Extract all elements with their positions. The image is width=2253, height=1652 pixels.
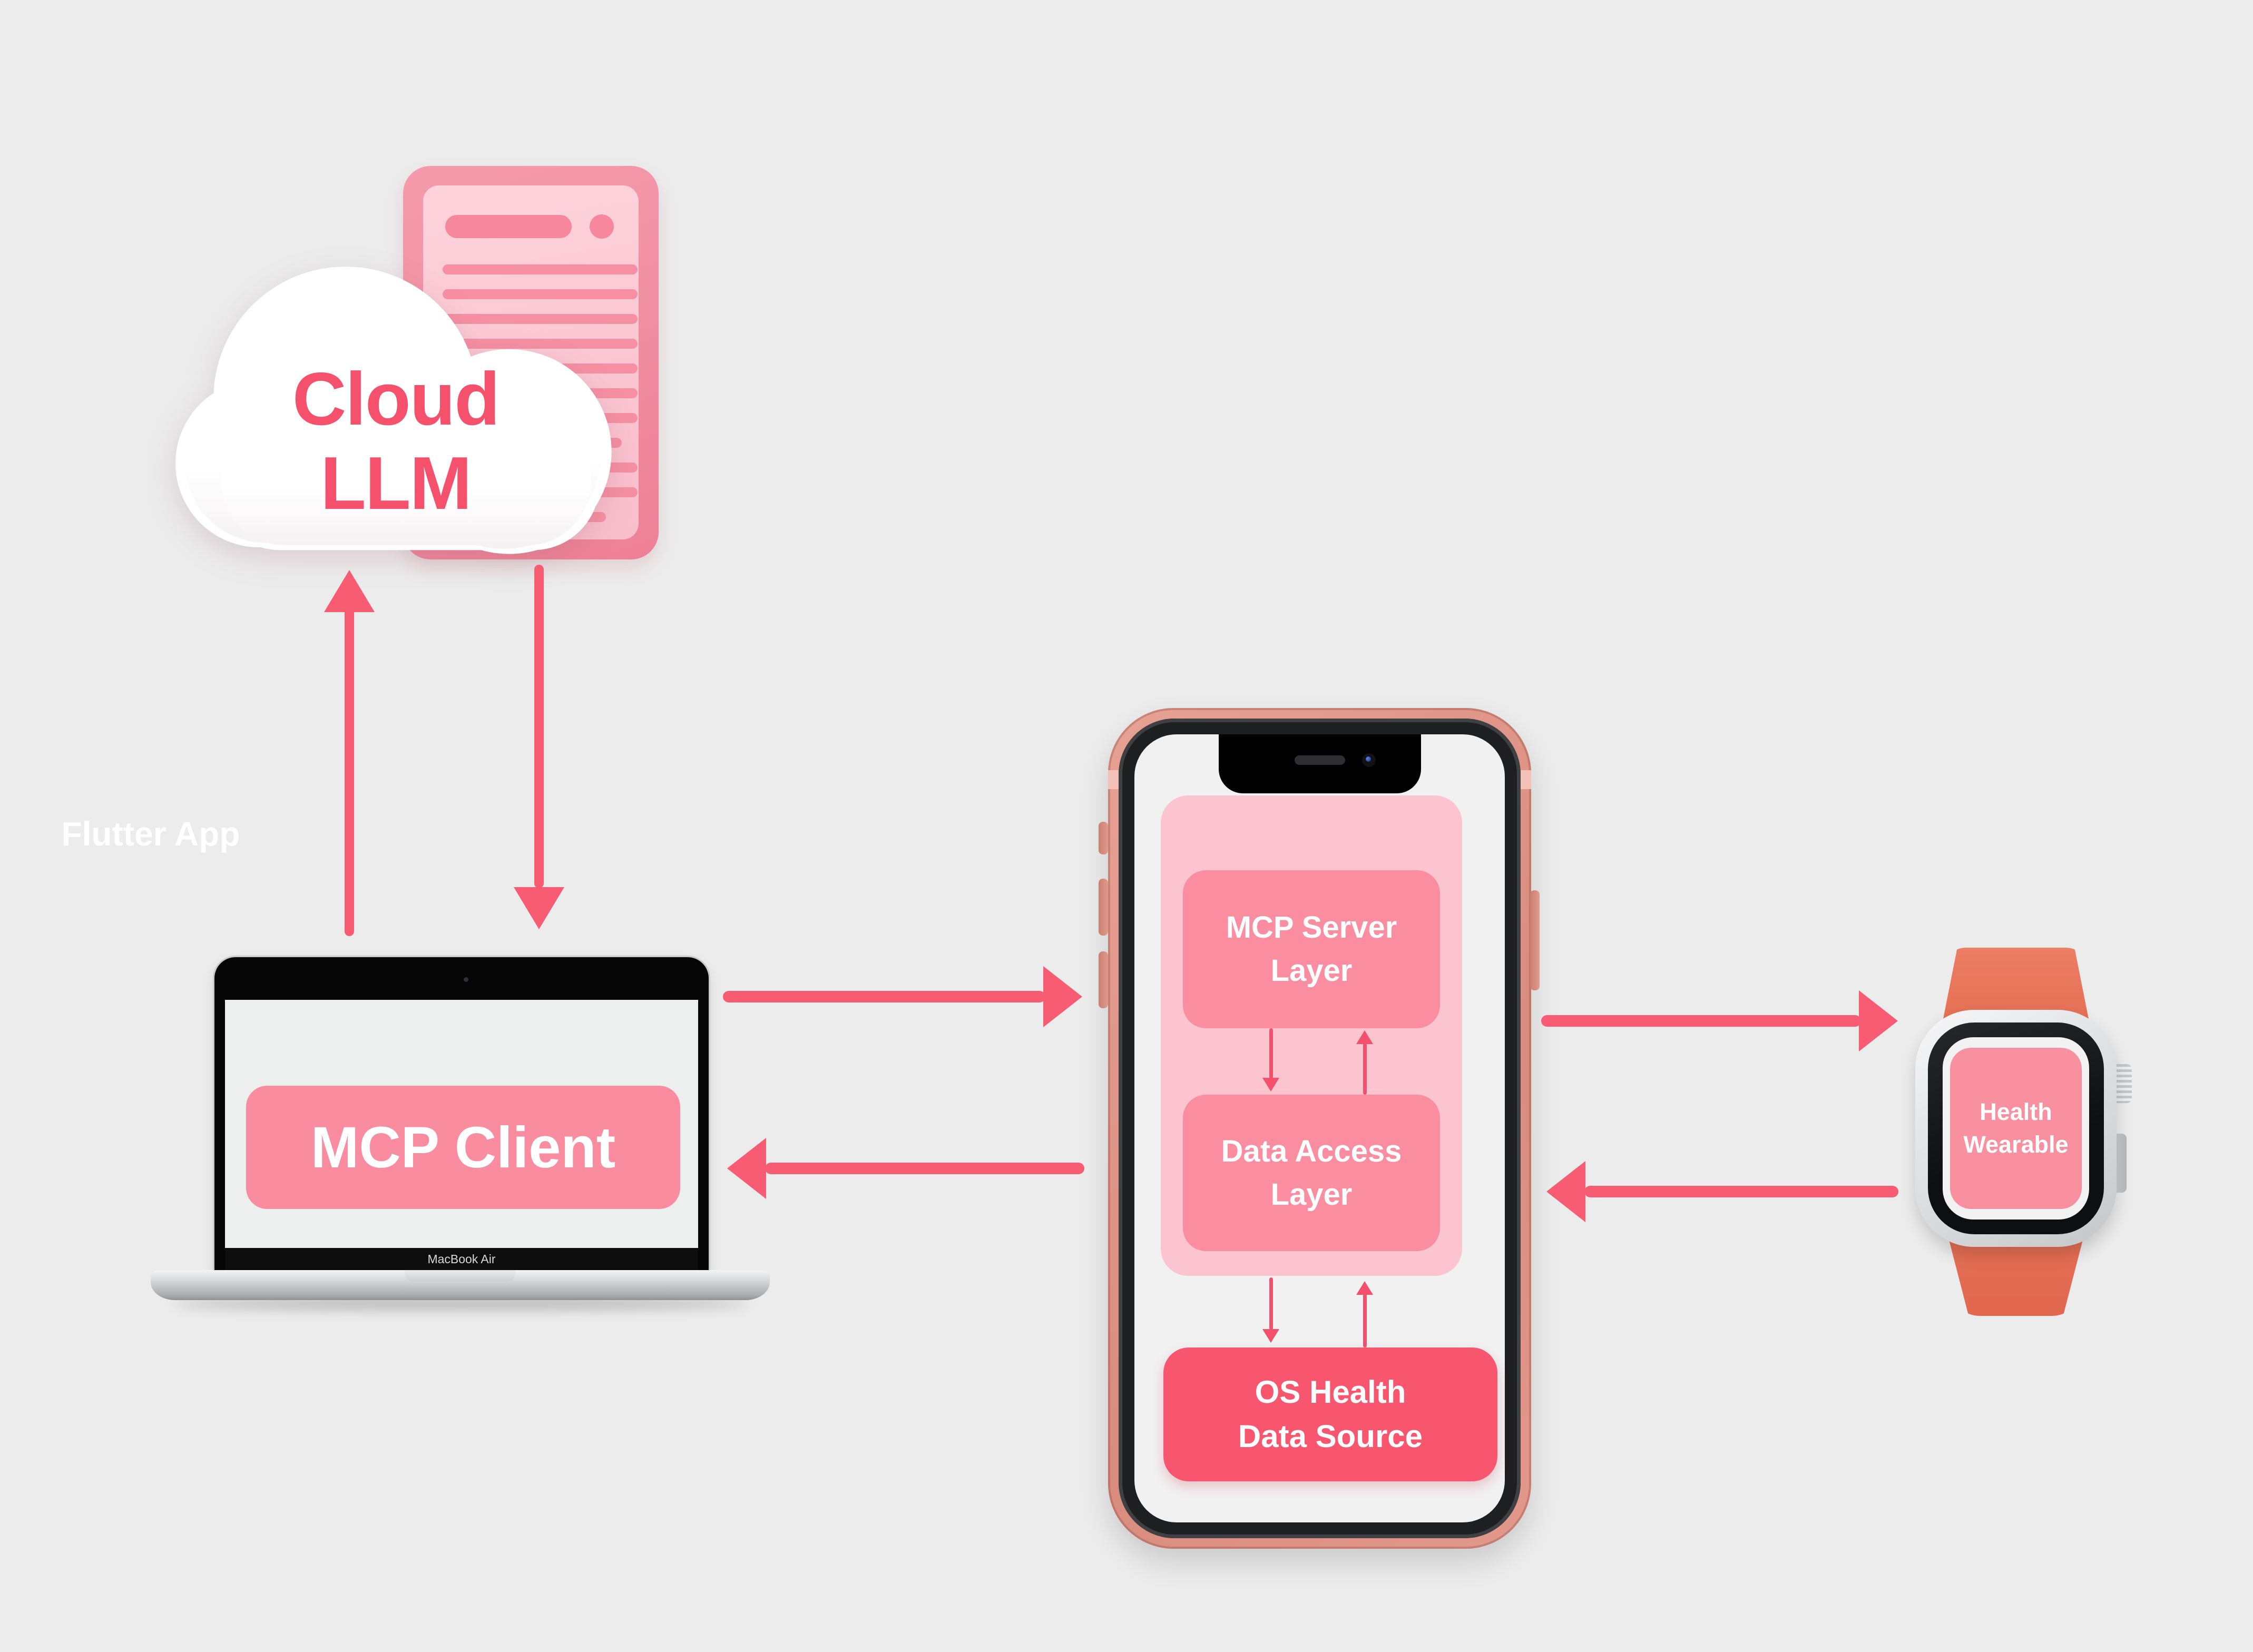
macbook-base xyxy=(151,1270,770,1300)
mcp-server-layer-box: MCP Server Layer xyxy=(1183,870,1440,1028)
cloud-llm-label-line2: LLM xyxy=(320,441,472,525)
os-health-line1: OS Health xyxy=(1255,1374,1406,1410)
cloud-body xyxy=(185,274,606,549)
macbook-base-notch xyxy=(405,1270,515,1282)
document-title-bar xyxy=(445,215,572,238)
iphone-volume-down-button xyxy=(1099,951,1108,1008)
iphone-power-button xyxy=(1530,890,1540,990)
watch-band-top xyxy=(1943,948,2089,1021)
health-wearable-box: Health Wearable xyxy=(1950,1048,2082,1209)
flutter-app-label: Flutter App xyxy=(61,815,240,853)
mcp-server-layer-line2: Layer xyxy=(1270,953,1353,988)
document-dot xyxy=(590,214,614,239)
speaker-icon xyxy=(1295,755,1345,765)
mcp-client-box: MCP Client xyxy=(246,1086,680,1209)
cloud-icon xyxy=(175,267,612,554)
cloud-llm-label-line1: Cloud xyxy=(292,357,500,441)
data-access-layer-box: Data Access Layer xyxy=(1183,1095,1440,1251)
cloud-llm-label: Cloud LLM xyxy=(185,357,606,526)
iphone-notch xyxy=(1219,734,1421,793)
watch-bezel: Health Wearable xyxy=(1928,1022,2104,1234)
document-line xyxy=(443,314,638,324)
health-wearable-line1: Health xyxy=(1980,1098,2052,1125)
os-health-line2: Data Source xyxy=(1238,1419,1423,1454)
macbook-chin-label: MacBook Air xyxy=(225,1248,698,1270)
data-access-layer-line1: Data Access xyxy=(1221,1134,1402,1168)
health-wearable-line2: Wearable xyxy=(1963,1131,2069,1158)
camera-icon xyxy=(1362,753,1376,767)
document-line xyxy=(443,264,638,274)
iphone-mute-switch xyxy=(1099,822,1108,854)
watch-screen: Health Wearable xyxy=(1943,1037,2089,1220)
mcp-server-layer-line1: MCP Server xyxy=(1226,910,1397,945)
document-line xyxy=(443,289,638,299)
data-access-layer-line2: Layer xyxy=(1270,1177,1353,1212)
watch-band-bottom xyxy=(1948,1238,2083,1316)
webcam-icon xyxy=(464,977,468,982)
iphone-antenna-band-right xyxy=(1521,770,1531,789)
mcp-client-label: MCP Client xyxy=(310,1115,616,1180)
document-line xyxy=(443,339,638,349)
watch-icon: Health Wearable xyxy=(1915,1010,2117,1247)
iphone-antenna-band-left xyxy=(1108,770,1119,789)
iphone-volume-up-button xyxy=(1099,879,1108,936)
os-health-data-source-box: OS Health Data Source xyxy=(1163,1348,1497,1481)
